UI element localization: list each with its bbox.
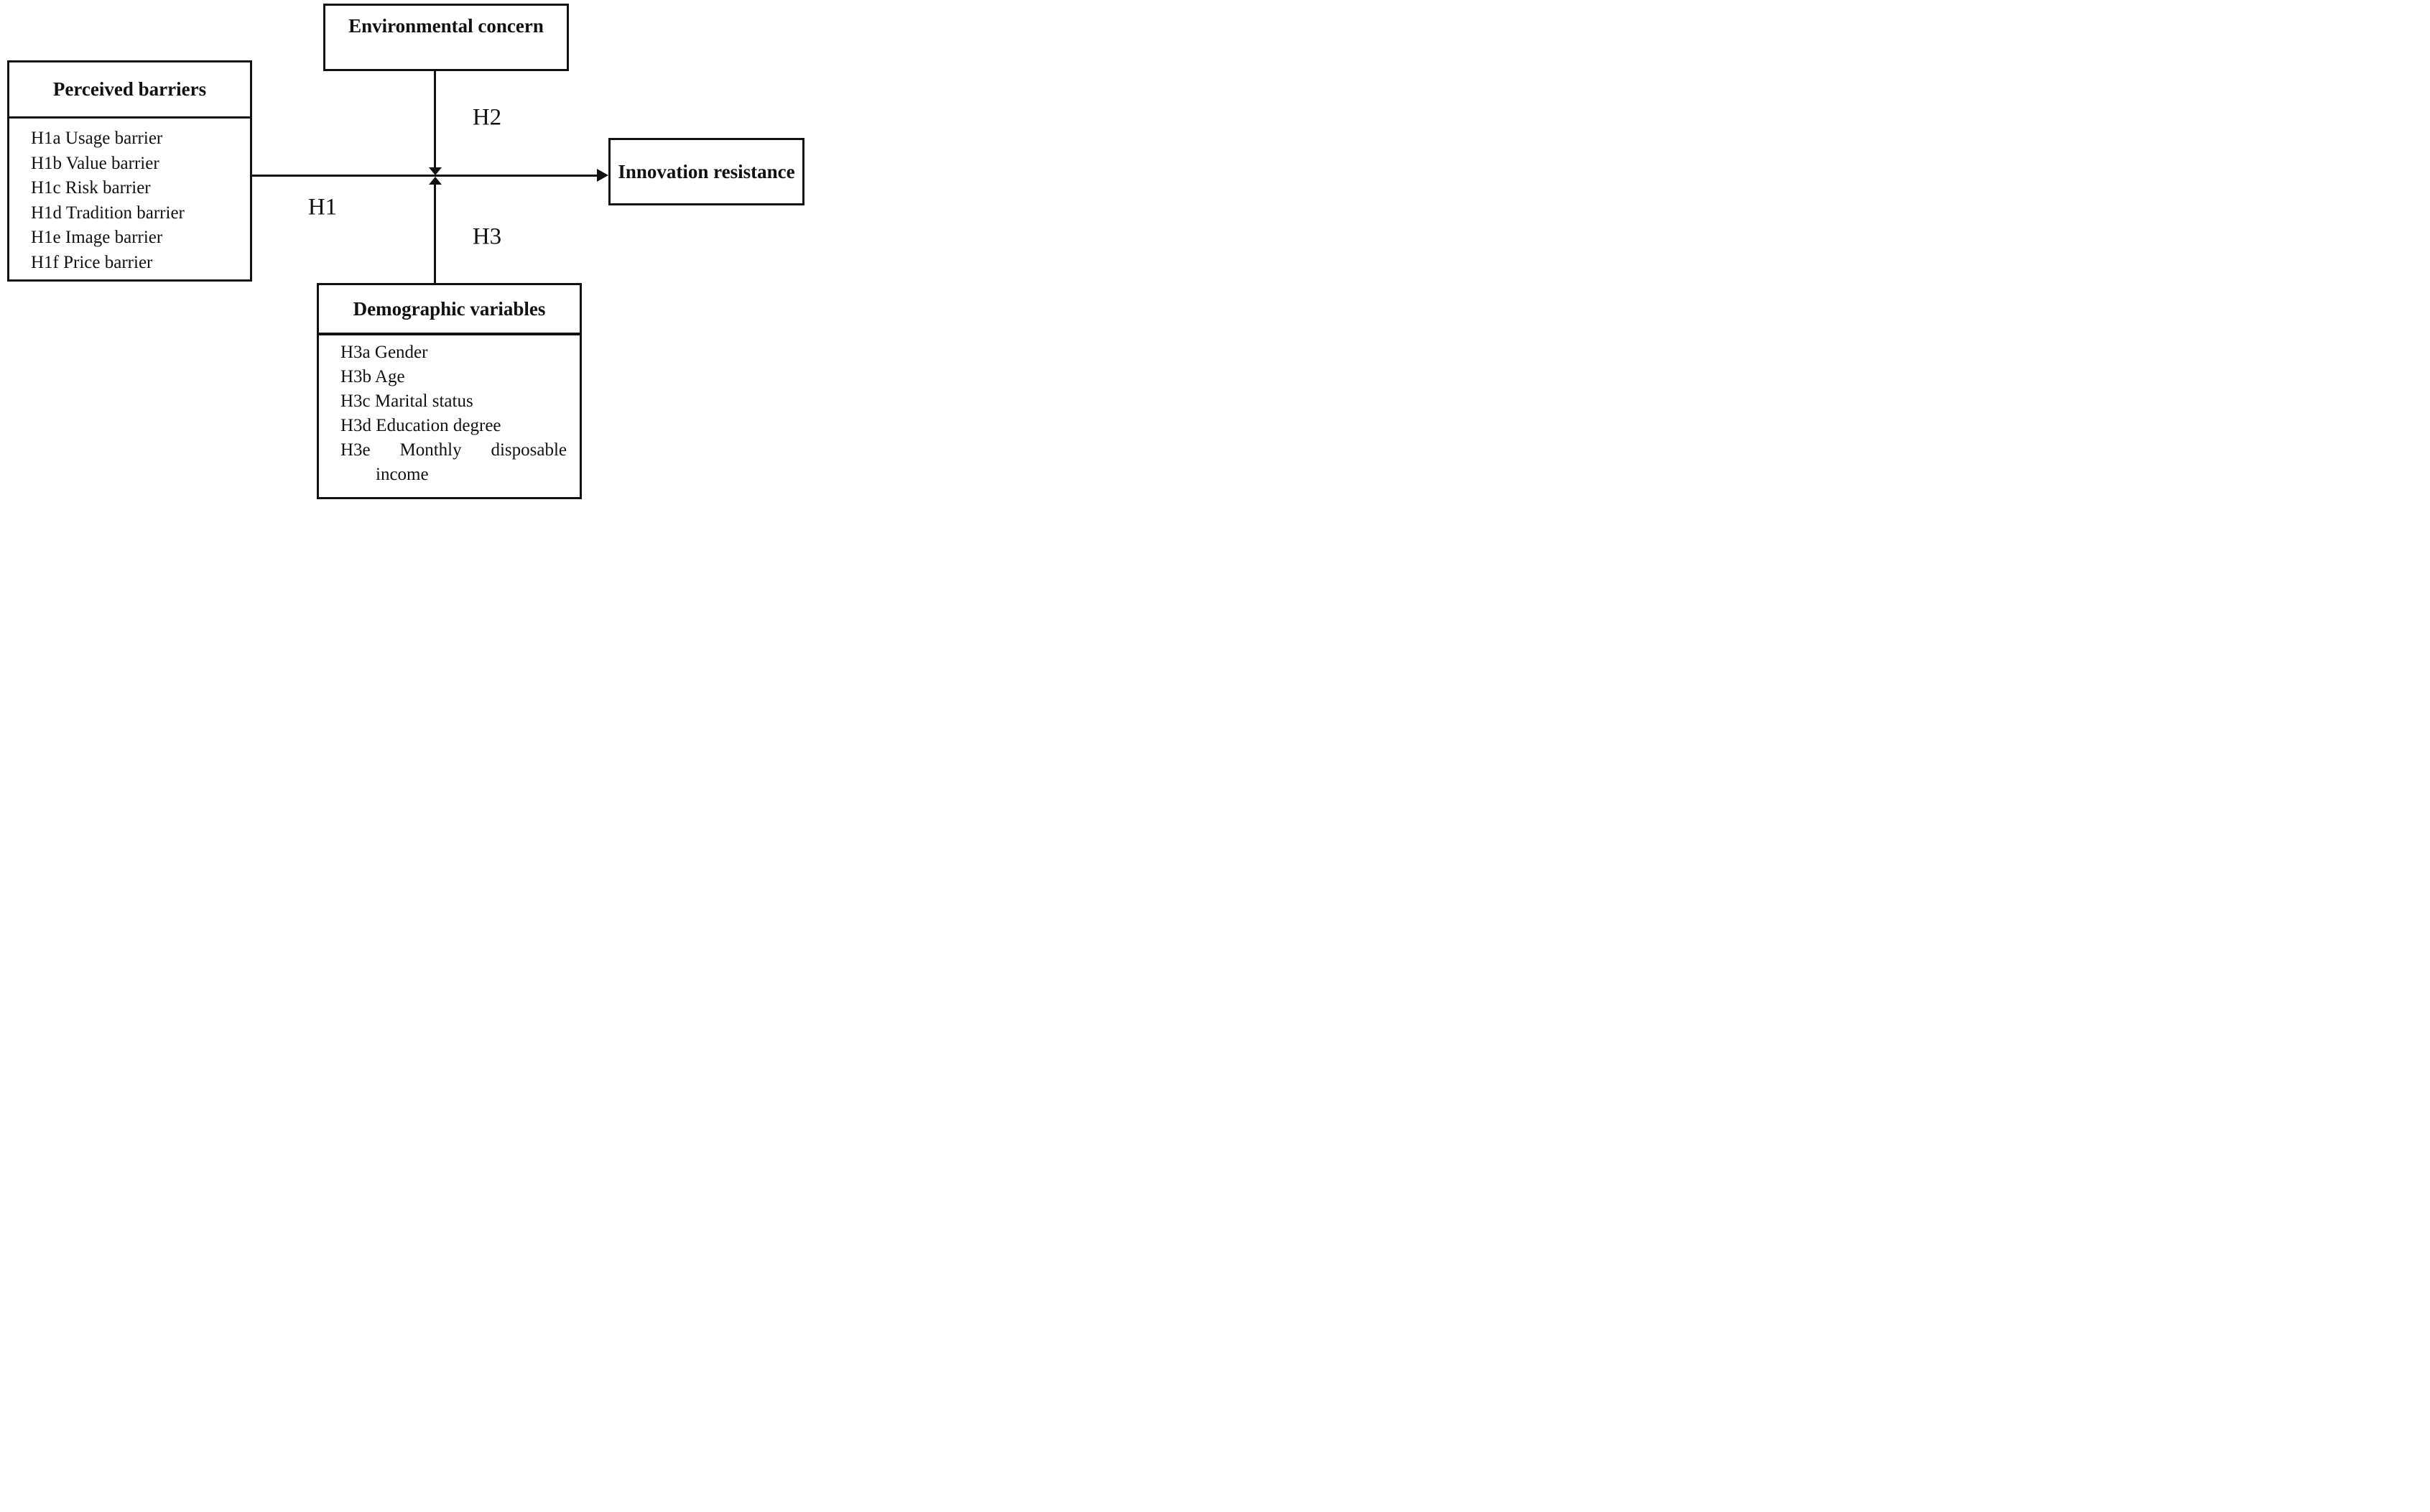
h1-arrow-line bbox=[252, 175, 597, 177]
list-item: H1e Image barrier bbox=[31, 228, 163, 247]
demographic-variables-items: H3a Gender H3b Age H3c Marital status H3… bbox=[319, 335, 580, 487]
list-item: H3b Age bbox=[340, 367, 405, 386]
h2-label: H2 bbox=[472, 104, 502, 131]
list-item: H1f Price barrier bbox=[31, 252, 153, 272]
demographic-variables-box: Demographic variables H3a Gender H3b Age… bbox=[317, 283, 582, 499]
h2-arrow-line bbox=[434, 71, 436, 168]
item-word: disposable bbox=[491, 440, 567, 460]
list-item: H1c Risk barrier bbox=[31, 178, 151, 198]
list-item: H3a Gender bbox=[340, 343, 428, 362]
h1-label: H1 bbox=[307, 194, 338, 221]
perceived-barriers-box: Perceived barriers H1a Usage barrier H1b… bbox=[7, 60, 252, 282]
environmental-concern-box: Environmental concern bbox=[323, 4, 569, 71]
list-item: H1b Value barrier bbox=[31, 153, 159, 173]
list-item: H3e Monthly disposable bbox=[340, 438, 567, 463]
innovation-resistance-box: Innovation resistance bbox=[608, 138, 804, 205]
perceived-barriers-items: H1a Usage barrier H1b Value barrier H1c … bbox=[9, 119, 250, 275]
list-item: H1d Tradition barrier bbox=[31, 203, 185, 223]
perceived-barriers-title: Perceived barriers bbox=[52, 78, 207, 100]
environmental-concern-title: Environmental concern bbox=[348, 15, 544, 37]
innovation-resistance-title: Innovation resistance bbox=[618, 161, 795, 182]
moderation-model-diagram: Perceived barriers H1a Usage barrier H1b… bbox=[0, 0, 810, 504]
h3-label: H3 bbox=[472, 223, 502, 250]
perceived-barriers-header: Perceived barriers bbox=[9, 62, 250, 119]
item-code: H3e bbox=[340, 440, 371, 460]
h1-arrowhead-right-icon bbox=[597, 169, 608, 182]
demographic-variables-header: Demographic variables bbox=[319, 285, 580, 335]
list-item: H3d Education degree bbox=[340, 416, 501, 435]
h3-arrow-line bbox=[434, 185, 436, 283]
h3-arrowhead-up-icon bbox=[429, 177, 442, 185]
demographic-variables-title: Demographic variables bbox=[353, 297, 546, 320]
list-item: H1a Usage barrier bbox=[31, 129, 163, 148]
h2-arrowhead-down-icon bbox=[429, 167, 442, 175]
list-item-wrap: income bbox=[376, 465, 429, 484]
item-word: Monthly bbox=[399, 440, 462, 460]
list-item: H3c Marital status bbox=[340, 391, 473, 411]
